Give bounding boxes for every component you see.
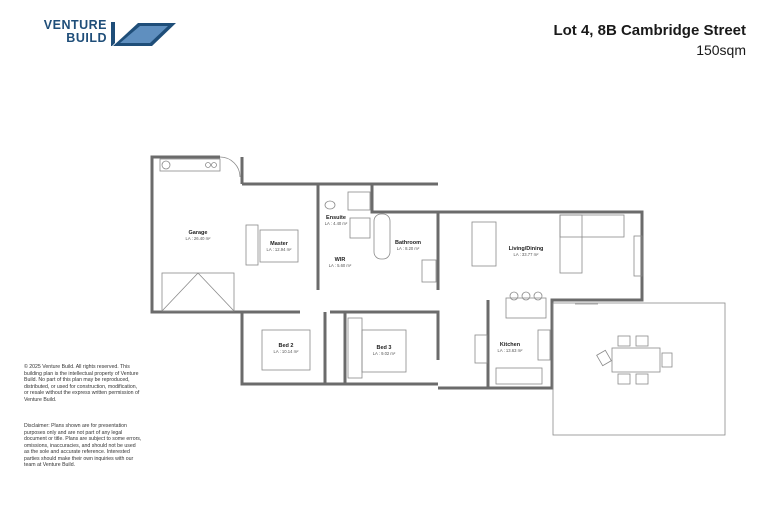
logo-wordmark: VENTURE BUILD (24, 19, 107, 45)
total-area: 150sqm (696, 42, 746, 58)
property-title: Lot 4, 8B Cambridge Street 150sqm (553, 22, 746, 58)
logo-line-1: VENTURE (43, 18, 107, 32)
copyright-notice: © 2025 Venture Build. All rights reserve… (24, 364, 140, 403)
logo-line-2: BUILD (66, 31, 107, 45)
v-mark-icon (111, 22, 176, 46)
disclaimer: Disclaimer: Plans shown are for presenta… (24, 423, 142, 468)
address: Lot 4, 8B Cambridge Street (553, 22, 746, 39)
venture-build-logo: VENTURE BUILD (24, 19, 176, 51)
